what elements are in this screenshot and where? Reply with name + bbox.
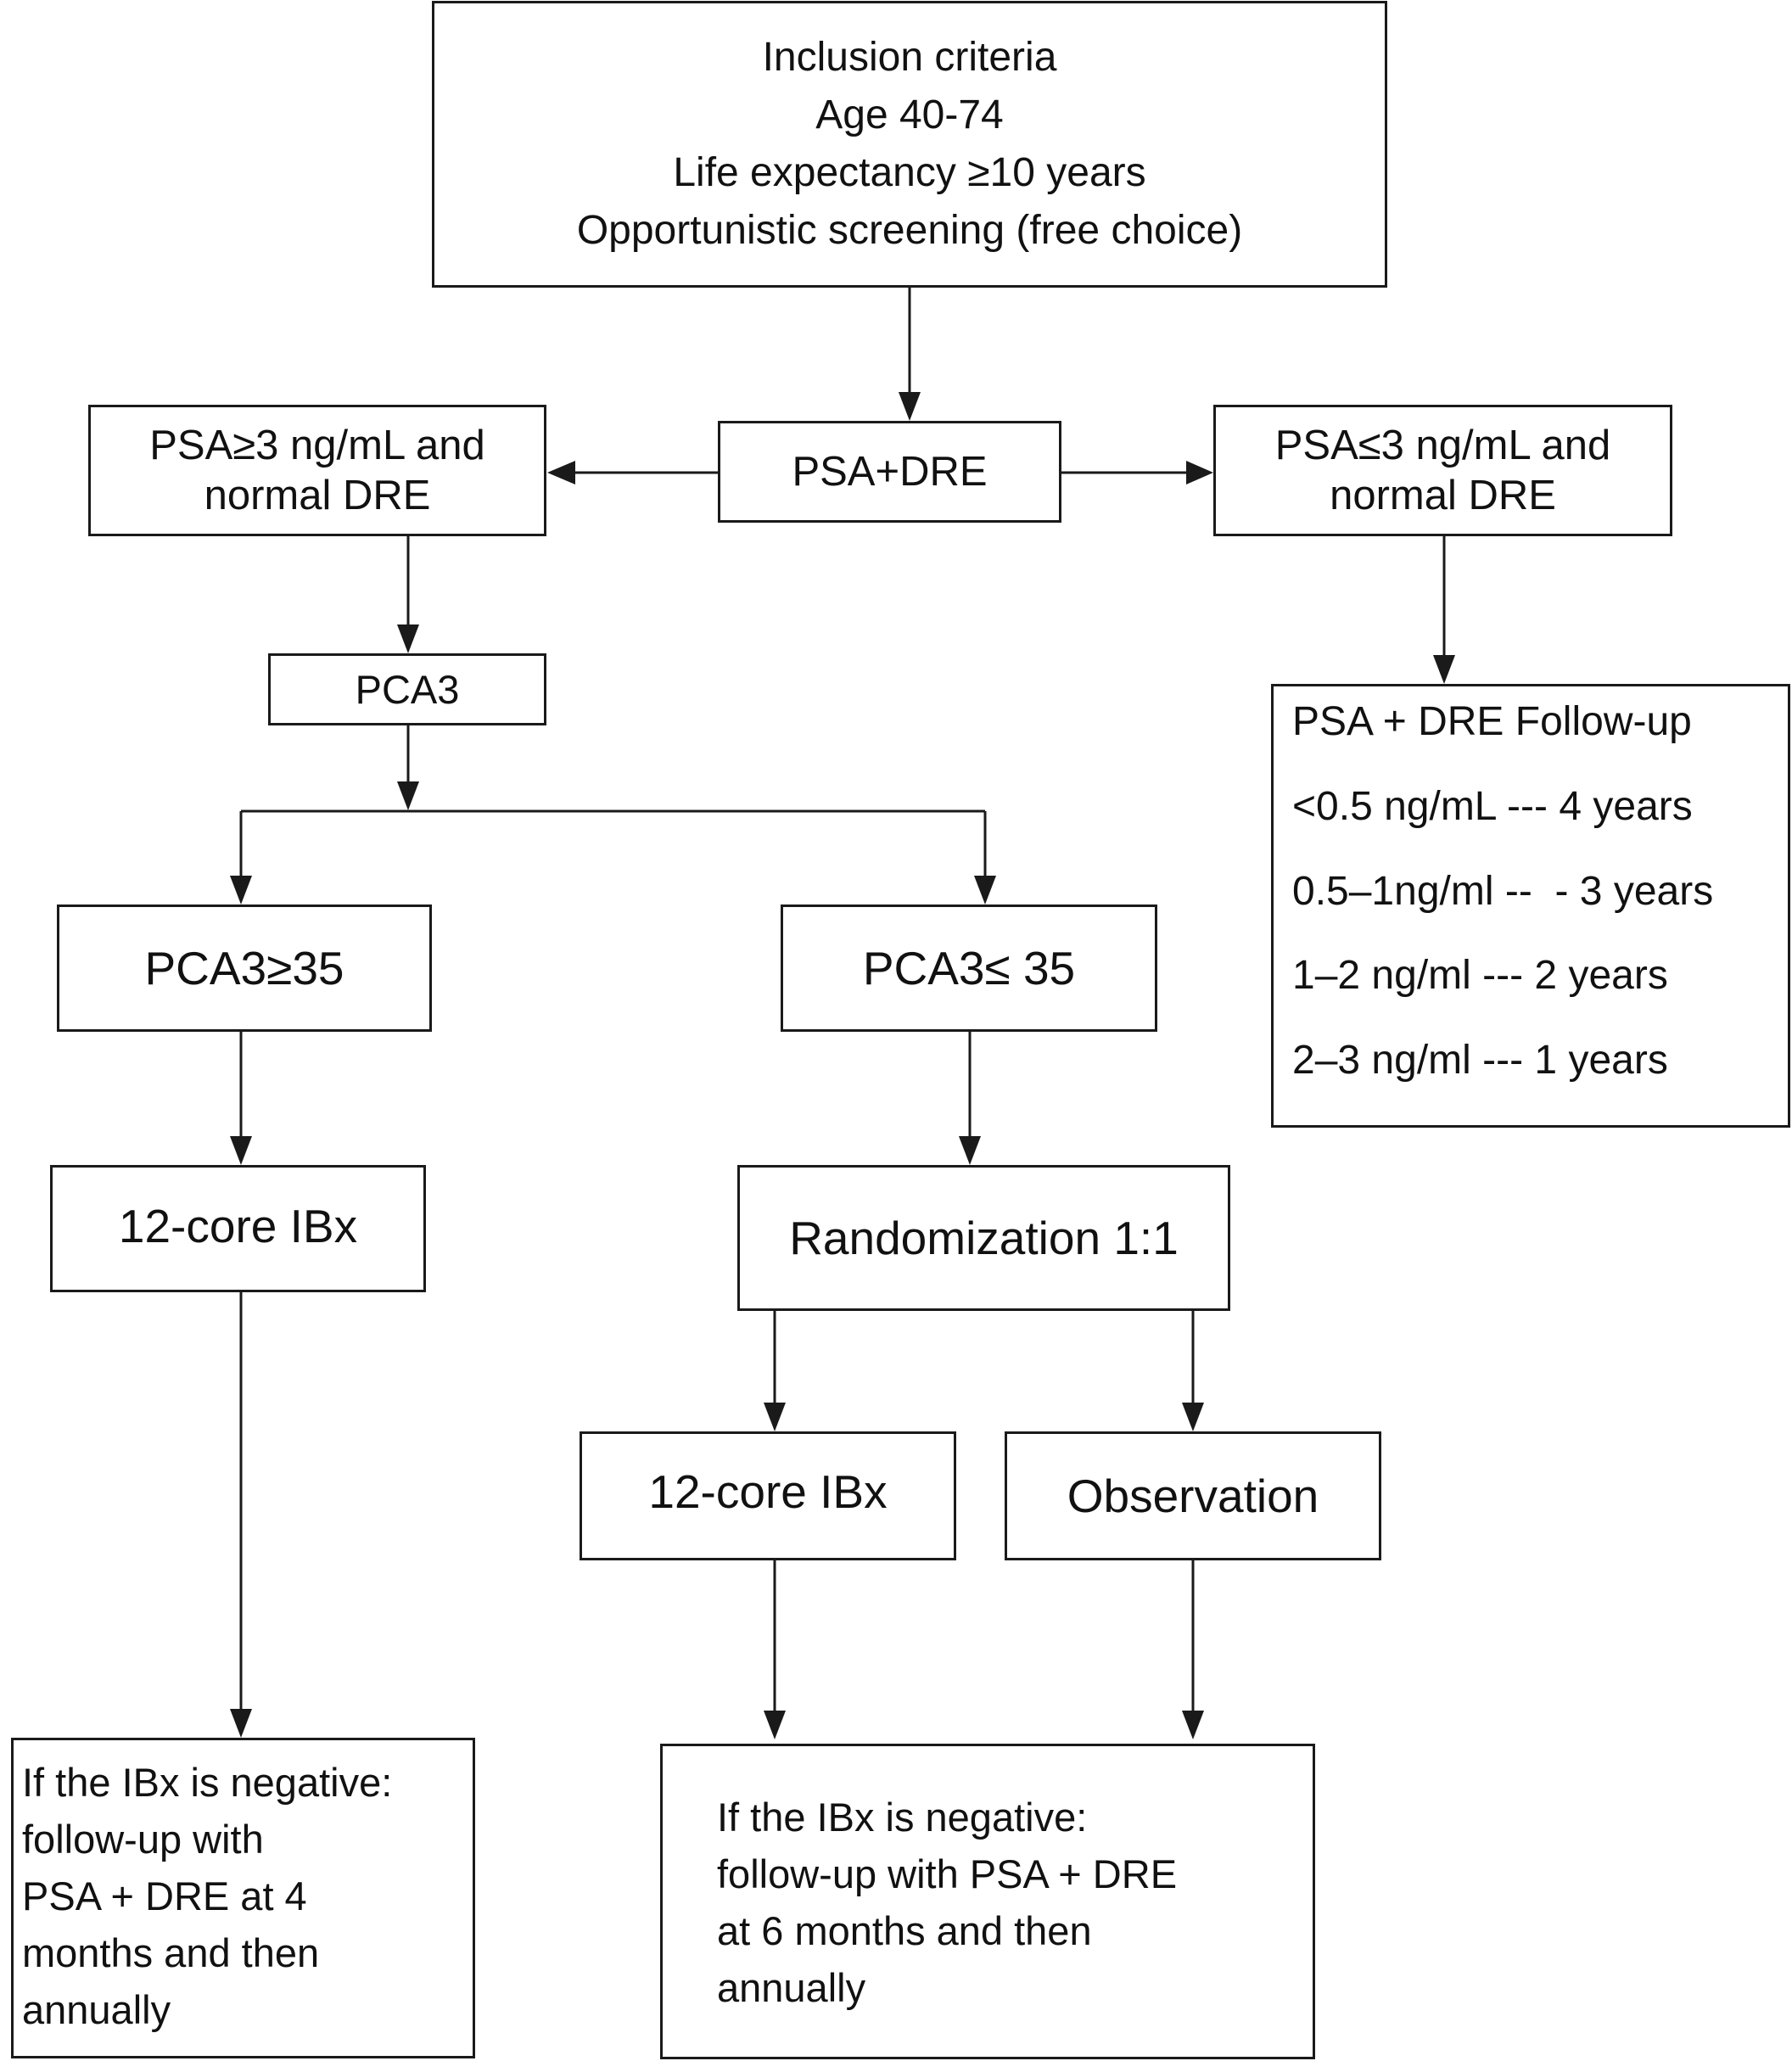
arrowhead-icon (1186, 461, 1213, 484)
arrowhead-icon (230, 876, 252, 904)
arrowhead-icon (1182, 1403, 1204, 1431)
psa-dre-box: PSA+DRE (718, 421, 1061, 523)
psa-low-box: PSA≤3 ng/mL and normal DRE (1213, 405, 1672, 536)
pca3-low-label: PCA3≤ 35 (862, 941, 1076, 994)
inclusion-life-expectancy: Life expectancy ≥10 years (673, 150, 1146, 195)
neg-mid-line: annually (717, 1965, 866, 2010)
ibx-mid-label: 12-core IBx (648, 1465, 888, 1518)
followup-title: PSA + DRE Follow-up (1292, 699, 1692, 744)
arrowhead-icon (397, 624, 419, 653)
neg-left-line: If the IBx is negative: (22, 1760, 393, 1805)
arrowhead-icon (230, 1136, 252, 1165)
inclusion-age: Age 40-74 (815, 92, 1004, 137)
followup-row: <0.5 ng/mL --- 4 years (1292, 783, 1693, 829)
arrowhead-icon (547, 461, 575, 484)
inclusion-title: Inclusion criteria (762, 35, 1057, 80)
inclusion-criteria-box: Inclusion criteria Age 40-74 Life expect… (432, 1, 1387, 288)
psa-high-line-1: PSA≥3 ng/mL and (149, 422, 485, 468)
observation-label: Observation (1067, 1469, 1319, 1522)
psa-high-box: PSA≥3 ng/mL and normal DRE (88, 405, 546, 536)
negative-ibx-mid-box: If the IBx is negative: follow-up with P… (660, 1744, 1315, 2059)
neg-mid-line: at 6 months and then (717, 1908, 1092, 1953)
pca3-label: PCA3 (355, 667, 460, 712)
arrowhead-icon (1182, 1711, 1204, 1739)
arrowhead-icon (959, 1136, 981, 1165)
randomization-box: Randomization 1:1 (737, 1165, 1230, 1311)
psa-high-line-2: normal DRE (204, 472, 431, 518)
neg-left-line: PSA + DRE at 4 (22, 1873, 307, 1918)
pca3-low-box: PCA3≤ 35 (781, 904, 1157, 1032)
ibx-left-label: 12-core IBx (118, 1199, 358, 1252)
arrowhead-icon (764, 1711, 786, 1739)
arrowhead-icon (764, 1403, 786, 1431)
arrowhead-icon (899, 392, 921, 421)
arrowhead-icon (230, 1709, 252, 1738)
randomization-label: Randomization 1:1 (789, 1211, 1179, 1264)
ibx-mid-box: 12-core IBx (580, 1431, 956, 1560)
neg-left-line: annually (22, 1987, 171, 2032)
inclusion-screening: Opportunistic screening (free choice) (576, 208, 1243, 253)
arrowhead-icon (1433, 655, 1455, 684)
negative-ibx-left-box: If the IBx is negative: follow-up with P… (11, 1738, 475, 2058)
ibx-left-box: 12-core IBx (50, 1165, 426, 1292)
neg-left-line: months and then (22, 1930, 320, 1975)
arrowhead-icon (974, 876, 996, 904)
pca3-high-label: PCA3≥35 (144, 941, 344, 994)
followup-row: 0.5–1ng/ml -- - 3 years (1292, 868, 1714, 914)
psa-low-line-2: normal DRE (1330, 472, 1556, 518)
neg-mid-line: If the IBx is negative: (717, 1795, 1088, 1840)
neg-mid-line: follow-up with PSA + DRE (717, 1851, 1178, 1896)
psa-dre-followup-box: PSA + DRE Follow-up <0.5 ng/mL --- 4 yea… (1271, 684, 1790, 1128)
followup-row: 2–3 ng/ml --- 1 years (1292, 1038, 1668, 1084)
arrowhead-icon (397, 781, 419, 810)
followup-row: 1–2 ng/ml --- 2 years (1292, 953, 1668, 999)
pca3-box: PCA3 (268, 653, 546, 725)
psa-dre-label: PSA+DRE (792, 448, 988, 495)
pca3-high-box: PCA3≥35 (57, 904, 432, 1032)
psa-low-line-1: PSA≤3 ng/mL and (1274, 422, 1611, 468)
observation-box: Observation (1005, 1431, 1381, 1560)
neg-left-line: follow-up with (22, 1817, 264, 1862)
